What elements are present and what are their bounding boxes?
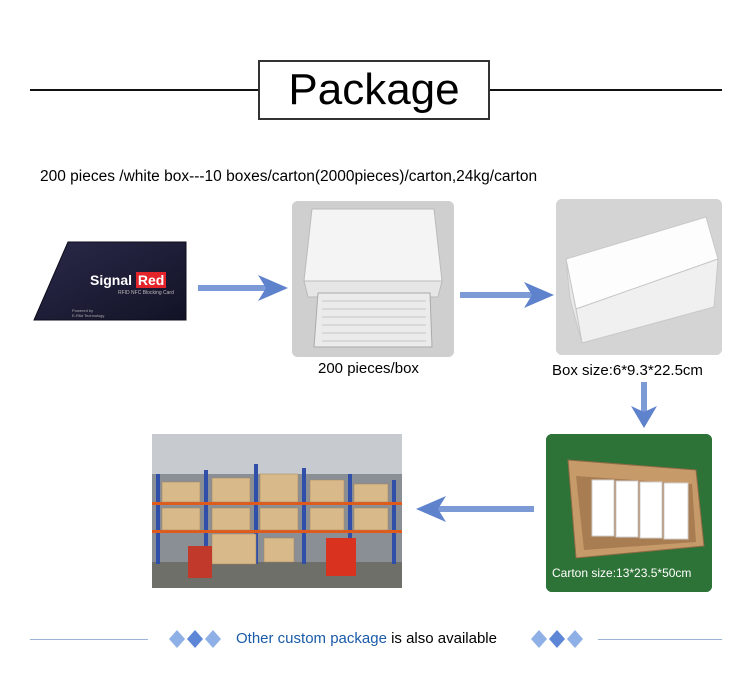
- open-box-image: [292, 201, 454, 357]
- card-brand-accent: Red: [135, 272, 167, 288]
- closed-box-image: [556, 199, 722, 355]
- card-brand-main: Signal: [90, 272, 133, 288]
- footer-rule-right: [598, 639, 722, 640]
- diamond-left-icon: [169, 630, 221, 648]
- arrow-down: [631, 382, 657, 428]
- card-powered-by: E-Rfid Technology: [72, 313, 105, 318]
- box-size-caption: Box size:6*9.3*22.5cm: [552, 362, 703, 379]
- footer-rule-left: [30, 639, 148, 640]
- card-image: Signal Red RFID NFC Blocking Card Powere…: [28, 238, 188, 324]
- footer-rest: is also available: [386, 630, 497, 647]
- warehouse-image: [152, 434, 402, 588]
- carton-image: Carton size:13*23.5*50cm: [546, 434, 712, 592]
- footer-highlight: Other custom package: [236, 630, 387, 647]
- open-box-caption: 200 pieces/box: [318, 360, 419, 377]
- page-title: Package: [258, 60, 490, 120]
- arrow-left: [416, 496, 534, 522]
- card-powered-label: Powered by: [72, 308, 94, 313]
- footer-note: Other custom package is also available: [236, 630, 497, 647]
- diamond-right-icon: [531, 630, 583, 648]
- header-rule-right: [490, 89, 722, 91]
- arrow-right-2: [460, 282, 554, 308]
- carton-size-caption: Carton size:13*23.5*50cm: [552, 566, 692, 580]
- package-description: 200 pieces /white box---10 boxes/carton(…: [40, 168, 538, 185]
- header-rule-left: [30, 89, 258, 91]
- arrow-right-1: [198, 275, 288, 301]
- card-tagline: RFID NFC Blocking Card: [118, 290, 174, 296]
- page-title-text: Package: [288, 65, 460, 114]
